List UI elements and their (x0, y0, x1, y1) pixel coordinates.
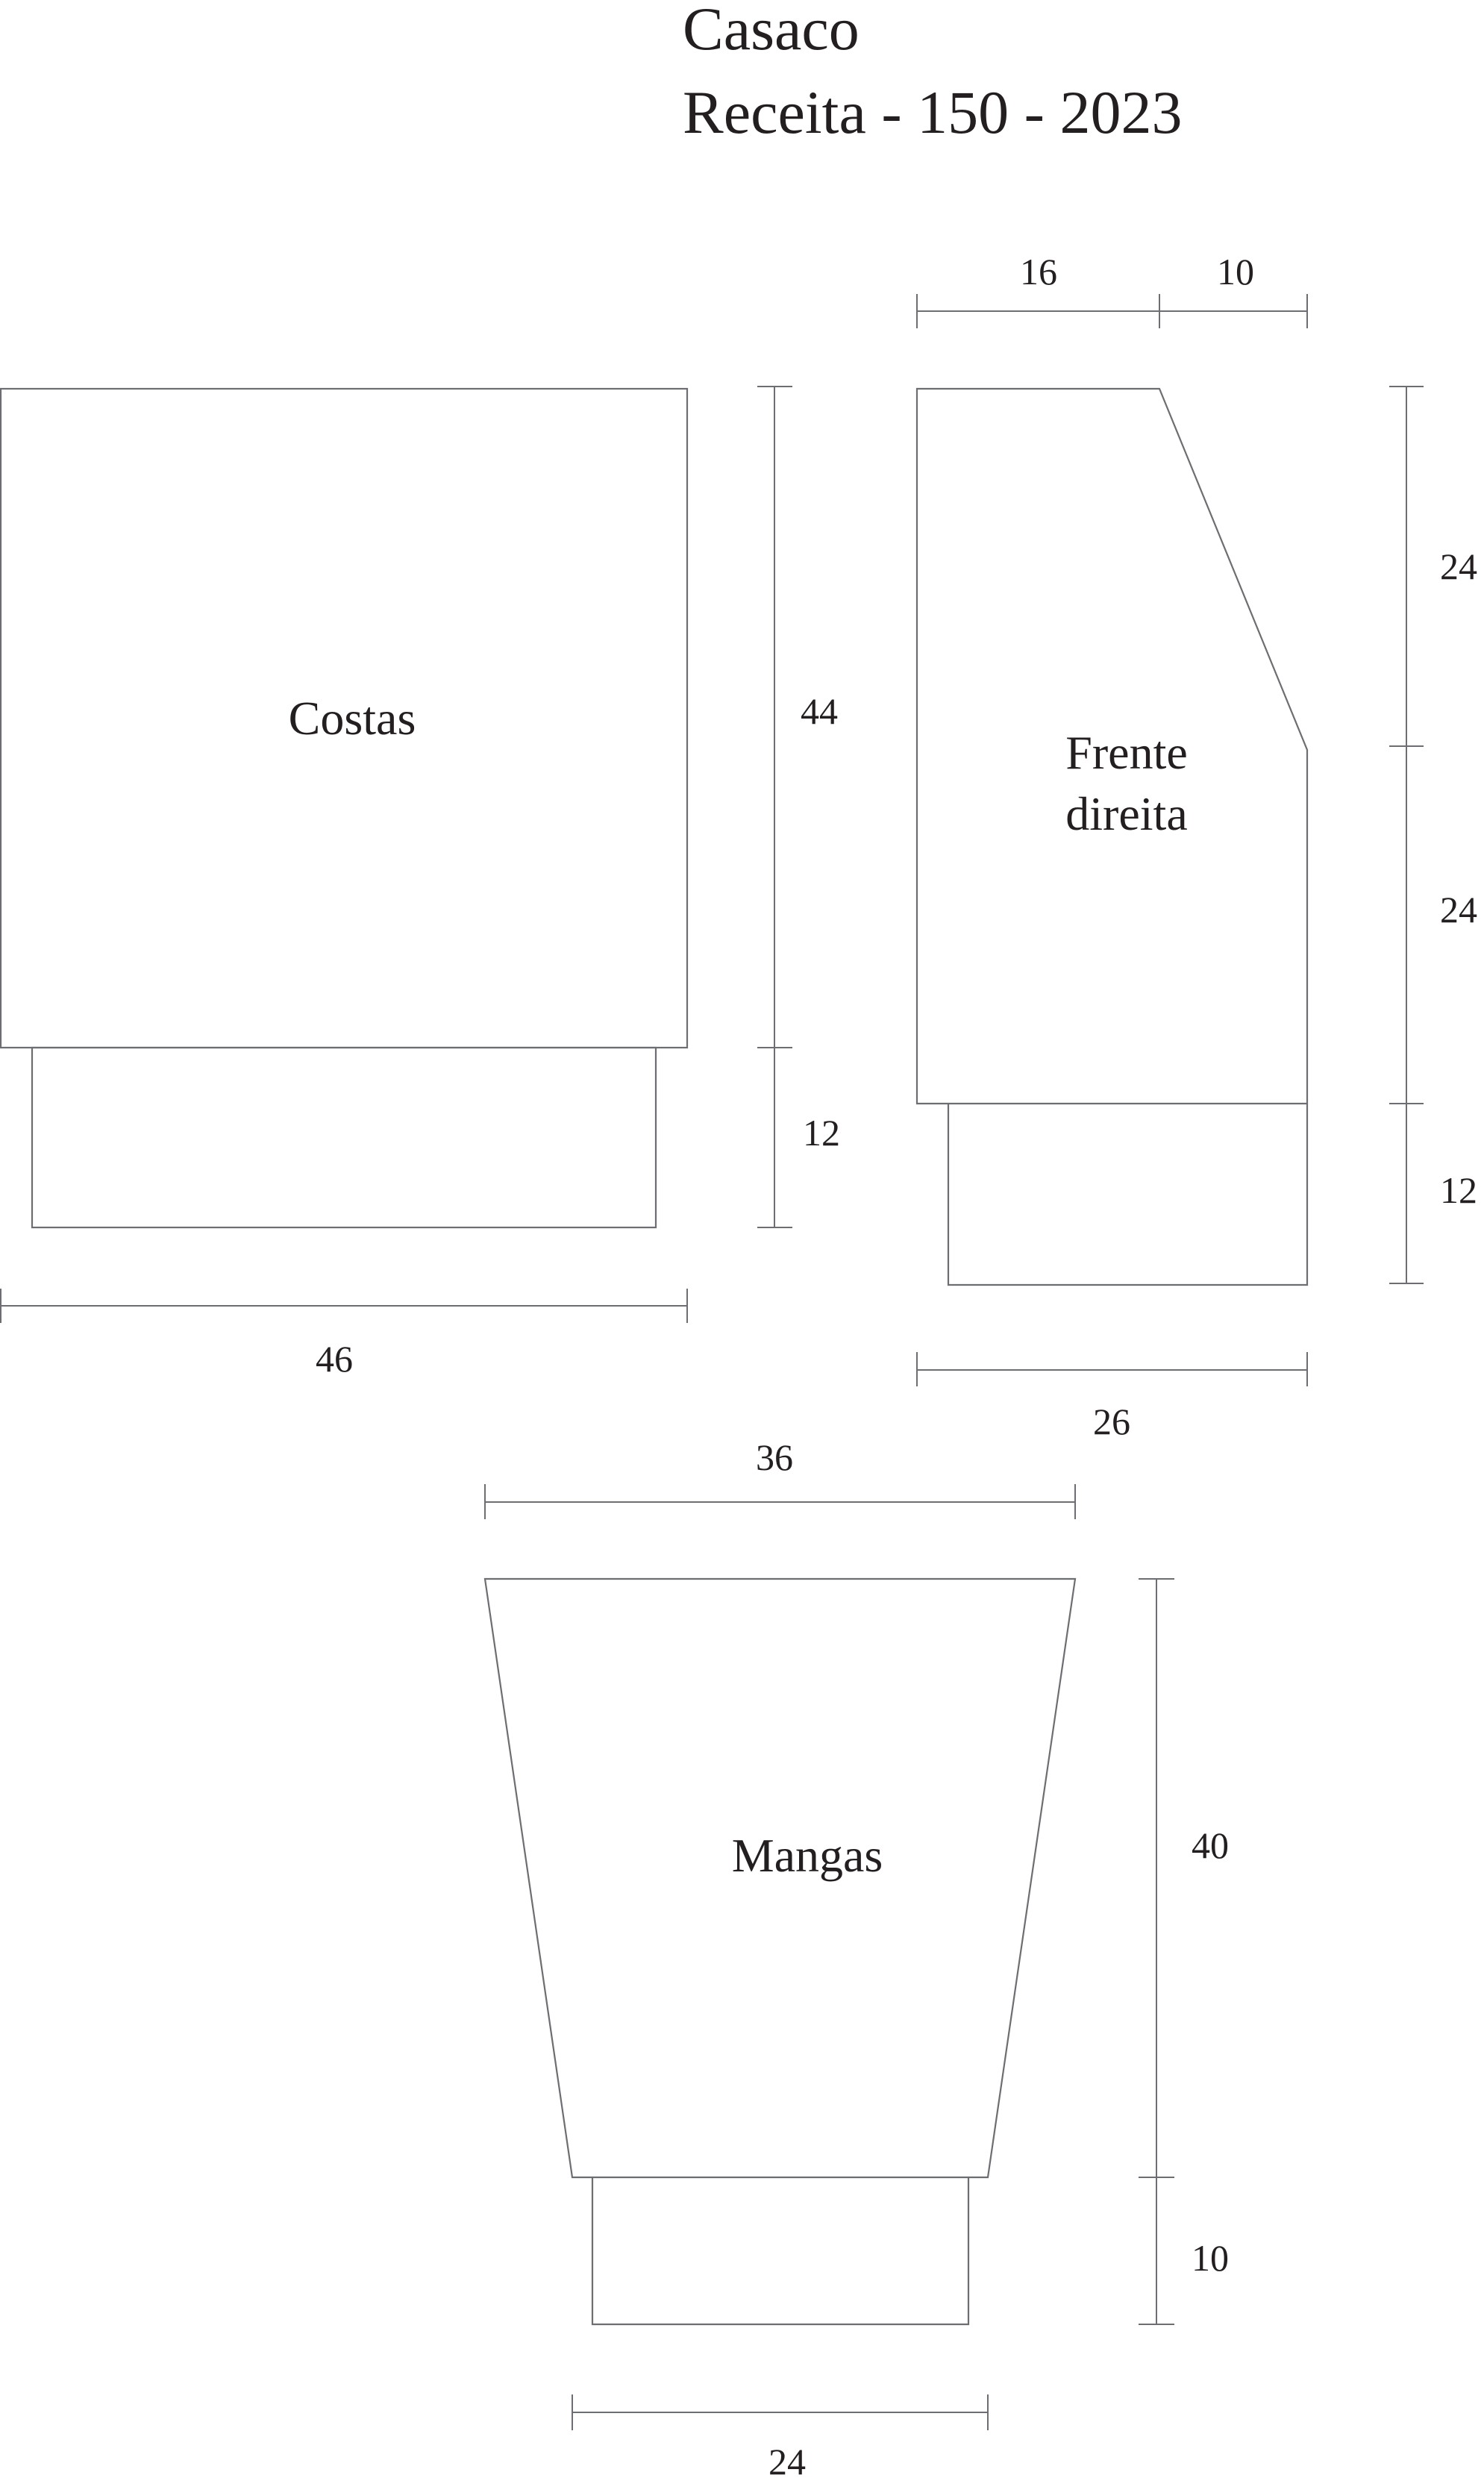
sleeve-piece: Mangas (483, 1577, 1077, 2326)
front-upper-height-label: 24 (1440, 545, 1477, 587)
sleeve-rib-outline (591, 2177, 970, 2326)
sleeve-body-outline (483, 1577, 1077, 2179)
front-height-dimension (1389, 386, 1424, 1284)
sleeve-height-dimension (1139, 1578, 1174, 2325)
front-right-piece: Frente direita (915, 387, 1309, 1286)
sleeve-bottom-dimension (572, 2394, 989, 2430)
back-width-label: 46 (316, 1338, 353, 1380)
sleeve-top-width-label: 36 (756, 1436, 793, 1478)
front-right-body-outline (915, 387, 1309, 1105)
back-body-height-label: 44 (801, 690, 838, 732)
back-height-dimension (757, 386, 792, 1228)
title-line-2: Receita - 150 - 2023 (683, 78, 1182, 146)
sleeve-bottom-width-label: 24 (768, 2441, 806, 2480)
sleeve-label: Mangas (732, 1829, 883, 1882)
sleeve-rib-height-label: 10 (1192, 2237, 1229, 2279)
sleeve-body-height-label: 40 (1192, 1824, 1229, 1866)
back-width-dimension (0, 1289, 688, 1323)
back-rib-height-label: 12 (803, 1112, 840, 1154)
front-right-label-line-1: Frente (1065, 726, 1188, 779)
front-top-dimension (916, 294, 1308, 328)
front-width-dimension (916, 1352, 1308, 1386)
front-rib-height-label: 12 (1440, 1169, 1477, 1211)
back-label: Costas (289, 692, 416, 745)
title-line-1: Casaco (683, 0, 860, 63)
front-lower-height-label: 24 (1440, 889, 1477, 930)
front-width-label: 26 (1093, 1401, 1130, 1442)
back-piece: Costas (0, 387, 689, 1229)
front-right-label-line-2: direita (1065, 787, 1187, 840)
front-neck-width-label: 10 (1217, 251, 1254, 292)
sleeve-top-dimension (484, 1484, 1076, 1519)
front-right-rib-outline (947, 1104, 1309, 1286)
front-shoulder-width-label: 16 (1020, 251, 1057, 292)
back-rib-outline (31, 1046, 657, 1229)
